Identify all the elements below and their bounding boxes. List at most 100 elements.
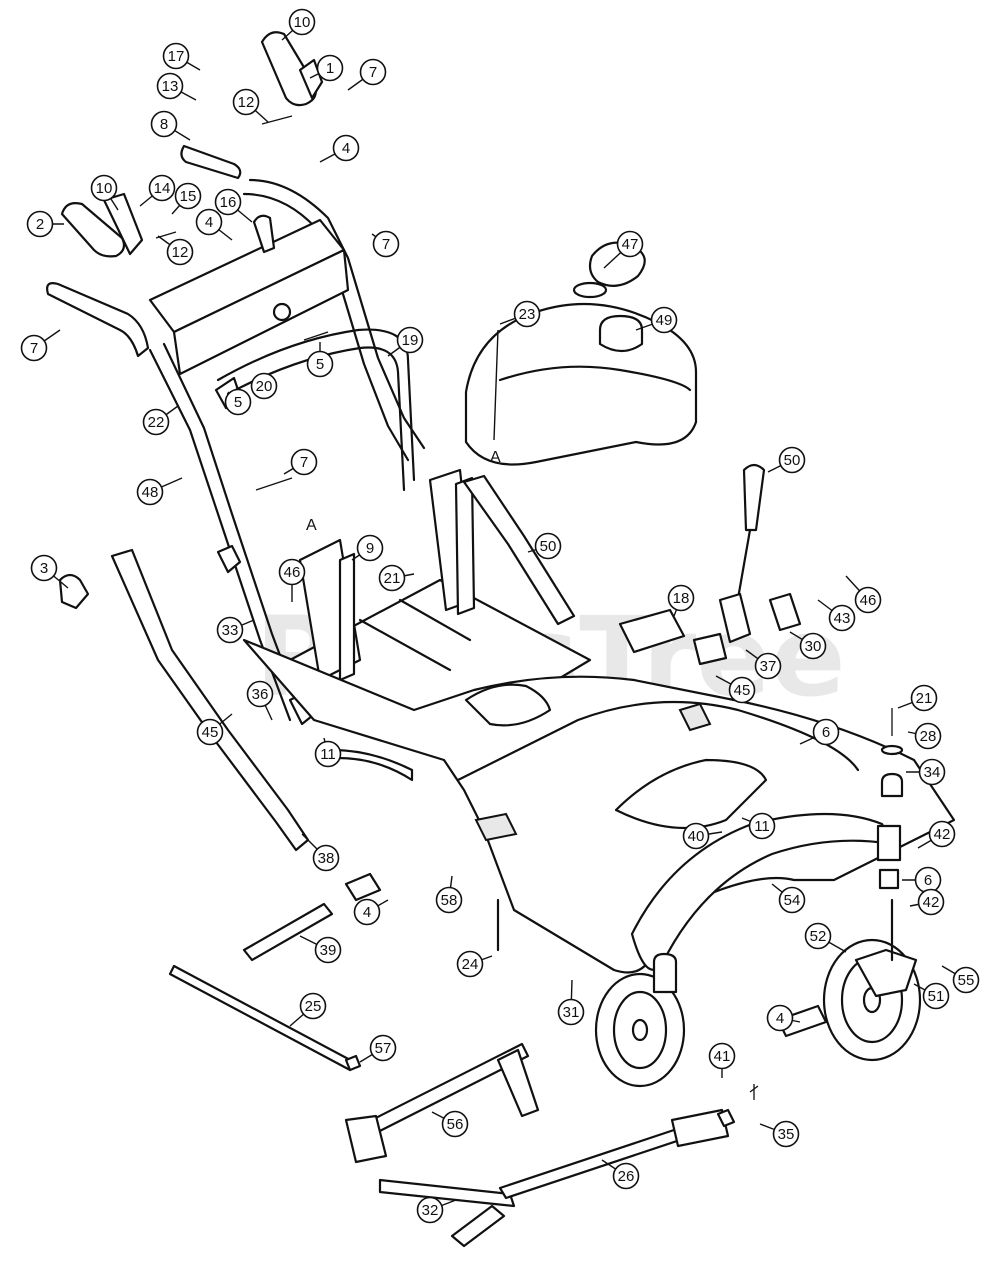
callout-circle xyxy=(30,554,58,582)
callout-circle xyxy=(667,584,695,612)
callout-circle xyxy=(435,886,463,914)
callout-circle xyxy=(214,188,242,216)
callout-circle xyxy=(246,680,274,708)
callout-circle xyxy=(441,1110,469,1138)
callout-circle xyxy=(812,718,840,746)
callout-number: 31 xyxy=(563,1004,580,1021)
part-callout: 25 xyxy=(299,992,327,1020)
part-callout: 37 xyxy=(754,652,782,680)
part-callout: 12 xyxy=(166,238,194,266)
part-callout: 15 xyxy=(174,182,202,210)
part-callout: 30 xyxy=(799,632,827,660)
part-callout: 4 xyxy=(353,898,381,926)
callout-number: 22 xyxy=(148,414,165,431)
callout-circle xyxy=(162,42,190,70)
callout-circle xyxy=(910,684,938,712)
callout-circle xyxy=(20,334,48,362)
part-callout: 39 xyxy=(314,936,342,964)
callout-number: 45 xyxy=(202,724,219,741)
part-callout: 7 xyxy=(372,230,400,258)
part-callout: 22 xyxy=(142,408,170,436)
callout-number: 6 xyxy=(822,724,830,741)
part-callout: 11 xyxy=(748,812,776,840)
part-callout: 7 xyxy=(20,334,48,362)
callout-circle xyxy=(148,174,176,202)
callout-circle xyxy=(728,676,756,704)
part-callout: 2 xyxy=(26,210,54,238)
callout-number: 3 xyxy=(40,560,48,577)
callout-circle xyxy=(854,586,882,614)
loose-parts xyxy=(168,872,382,1072)
part-callout: 50 xyxy=(778,446,806,474)
callout-number: 11 xyxy=(320,746,336,763)
part-callout: 57 xyxy=(369,1034,397,1062)
callout-circle xyxy=(616,230,644,258)
callout-circle xyxy=(799,632,827,660)
section-letter: A xyxy=(490,449,501,466)
part-callout: 24 xyxy=(456,950,484,978)
callout-circle xyxy=(299,992,327,1020)
part-callout: 16 xyxy=(214,188,242,216)
callout-circle xyxy=(828,604,856,632)
part-callout: 34 xyxy=(918,758,946,786)
part-callout: 23 xyxy=(513,300,541,328)
part-callout: 50 xyxy=(534,532,562,560)
callout-number: 19 xyxy=(402,332,419,349)
callout-number: 9 xyxy=(366,540,374,557)
part-callout: 3 xyxy=(30,554,58,582)
part-callout: 51 xyxy=(922,982,950,1010)
callout-number: 5 xyxy=(316,356,324,373)
callout-circle xyxy=(754,652,782,680)
callout-number: 7 xyxy=(369,64,377,81)
callout-circle xyxy=(142,408,170,436)
callout-number: 7 xyxy=(30,340,38,357)
part-callout: 5 xyxy=(224,388,252,416)
callout-number: 36 xyxy=(252,686,269,703)
part-callout: 31 xyxy=(557,998,585,1026)
callout-circle xyxy=(369,1034,397,1062)
callout-circle xyxy=(156,72,184,100)
part-callout: 47 xyxy=(616,230,644,258)
callout-circle xyxy=(396,326,424,354)
callout-number: 21 xyxy=(384,570,401,587)
callout-number: 32 xyxy=(422,1202,439,1219)
callout-circle xyxy=(778,886,806,914)
brake-lever xyxy=(618,463,802,666)
callout-number: 28 xyxy=(920,728,937,745)
part-callout: 17 xyxy=(162,42,190,70)
callout-number: 16 xyxy=(220,194,237,211)
callout-circle xyxy=(378,564,406,592)
callout-number: 21 xyxy=(916,690,933,707)
callout-number: 4 xyxy=(363,904,371,921)
callout-circle xyxy=(353,898,381,926)
callout-number: 4 xyxy=(342,140,350,157)
callout-circle xyxy=(90,174,118,202)
part-callout: 43 xyxy=(828,604,856,632)
callout-circle xyxy=(290,448,318,476)
mower-frame xyxy=(242,468,956,974)
fuel-tank xyxy=(464,241,698,466)
part-callout: 8 xyxy=(150,110,178,138)
callout-circle xyxy=(456,950,484,978)
callout-number: 35 xyxy=(778,1126,795,1143)
part-callout: 40 xyxy=(682,822,710,850)
callout-number: 50 xyxy=(540,538,557,555)
part-callout: 42 xyxy=(928,820,956,848)
callout-number: 6 xyxy=(924,872,932,889)
callout-circle xyxy=(748,812,776,840)
callout-number: 42 xyxy=(923,894,940,911)
part-callout: 45 xyxy=(728,676,756,704)
part-callout: 20 xyxy=(250,372,278,400)
part-callout: 38 xyxy=(312,844,340,872)
callout-number: 12 xyxy=(238,94,255,111)
callout-number: 41 xyxy=(714,1048,731,1065)
part-callout: 36 xyxy=(246,680,274,708)
part-callout: 10 xyxy=(90,174,118,202)
callout-circle xyxy=(314,740,342,768)
part-callout: 13 xyxy=(156,72,184,100)
callout-number: 50 xyxy=(784,452,801,469)
callout-circle xyxy=(804,922,832,950)
part-callout: 9 xyxy=(356,534,384,562)
